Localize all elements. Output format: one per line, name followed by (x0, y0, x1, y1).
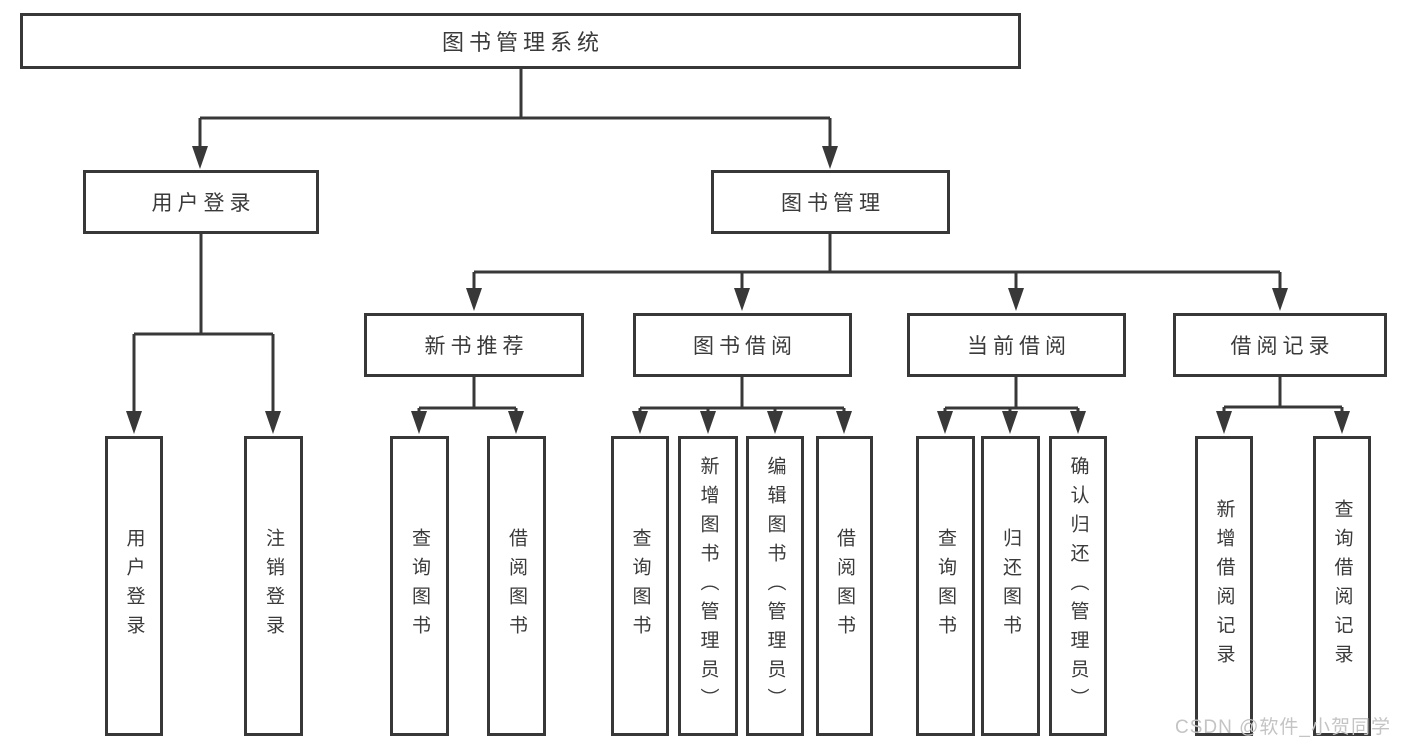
node-book-management: 图书管理 (711, 170, 950, 234)
leaf-borrow-books-recommend-label: 借阅图书 (506, 528, 527, 644)
leaf-logout-label: 注销登录 (263, 528, 284, 644)
leaf-confirm-return-admin-label: 确认归还（管理员） (1067, 455, 1089, 717)
leaf-borrow-books-label: 借阅图书 (834, 528, 855, 644)
node-book-borrow: 图书借阅 (633, 313, 852, 377)
leaf-query-books-current-label: 查询图书 (935, 528, 956, 644)
leaf-edit-book-admin: 编辑图书（管理员） (746, 436, 804, 736)
node-user-login: 用户登录 (83, 170, 319, 234)
leaf-query-books-recommend-label: 查询图书 (409, 528, 430, 644)
node-current-borrow: 当前借阅 (907, 313, 1126, 377)
leaf-user-login-label: 用户登录 (123, 528, 145, 644)
leaf-add-book-admin-label: 新增图书（管理员） (697, 455, 719, 717)
leaf-query-books-current: 查询图书 (916, 436, 975, 736)
node-book-management-label: 图书管理 (781, 192, 885, 215)
leaf-add-borrow-record-label: 新增借阅记录 (1213, 499, 1235, 673)
leaf-query-borrow-record-label: 查询借阅记录 (1331, 499, 1353, 673)
leaf-add-book-admin: 新增图书（管理员） (678, 436, 738, 736)
watermark: CSDN @软件_小贺同学 (1175, 717, 1391, 738)
leaf-query-books-borrow-label: 查询图书 (629, 528, 651, 644)
leaf-borrow-books-recommend: 借阅图书 (487, 436, 546, 736)
node-root: 图书管理系统 (20, 13, 1021, 69)
leaf-user-login: 用户登录 (105, 436, 163, 736)
leaf-query-borrow-record: 查询借阅记录 (1313, 436, 1371, 736)
leaf-edit-book-admin-label: 编辑图书（管理员） (764, 455, 786, 717)
node-new-book-recommend-label: 新书推荐 (424, 335, 529, 358)
connector-arrowheads (126, 146, 1350, 434)
node-new-book-recommend: 新书推荐 (364, 313, 584, 377)
node-book-borrow-label: 图书借阅 (693, 335, 797, 358)
node-borrow-records-label: 借阅记录 (1230, 335, 1335, 358)
leaf-query-books-recommend: 查询图书 (390, 436, 449, 736)
node-borrow-records: 借阅记录 (1173, 313, 1387, 377)
node-current-borrow-label: 当前借阅 (967, 335, 1071, 358)
leaf-query-books-borrow: 查询图书 (611, 436, 669, 736)
leaf-return-book: 归还图书 (981, 436, 1040, 736)
leaf-confirm-return-admin: 确认归还（管理员） (1049, 436, 1107, 736)
node-user-login-label: 用户登录 (151, 192, 256, 215)
node-root-label: 图书管理系统 (441, 30, 604, 55)
leaf-logout: 注销登录 (244, 436, 303, 736)
leaf-borrow-books: 借阅图书 (816, 436, 873, 736)
leaf-return-book-label: 归还图书 (1000, 528, 1021, 644)
leaf-add-borrow-record: 新增借阅记录 (1195, 436, 1253, 736)
